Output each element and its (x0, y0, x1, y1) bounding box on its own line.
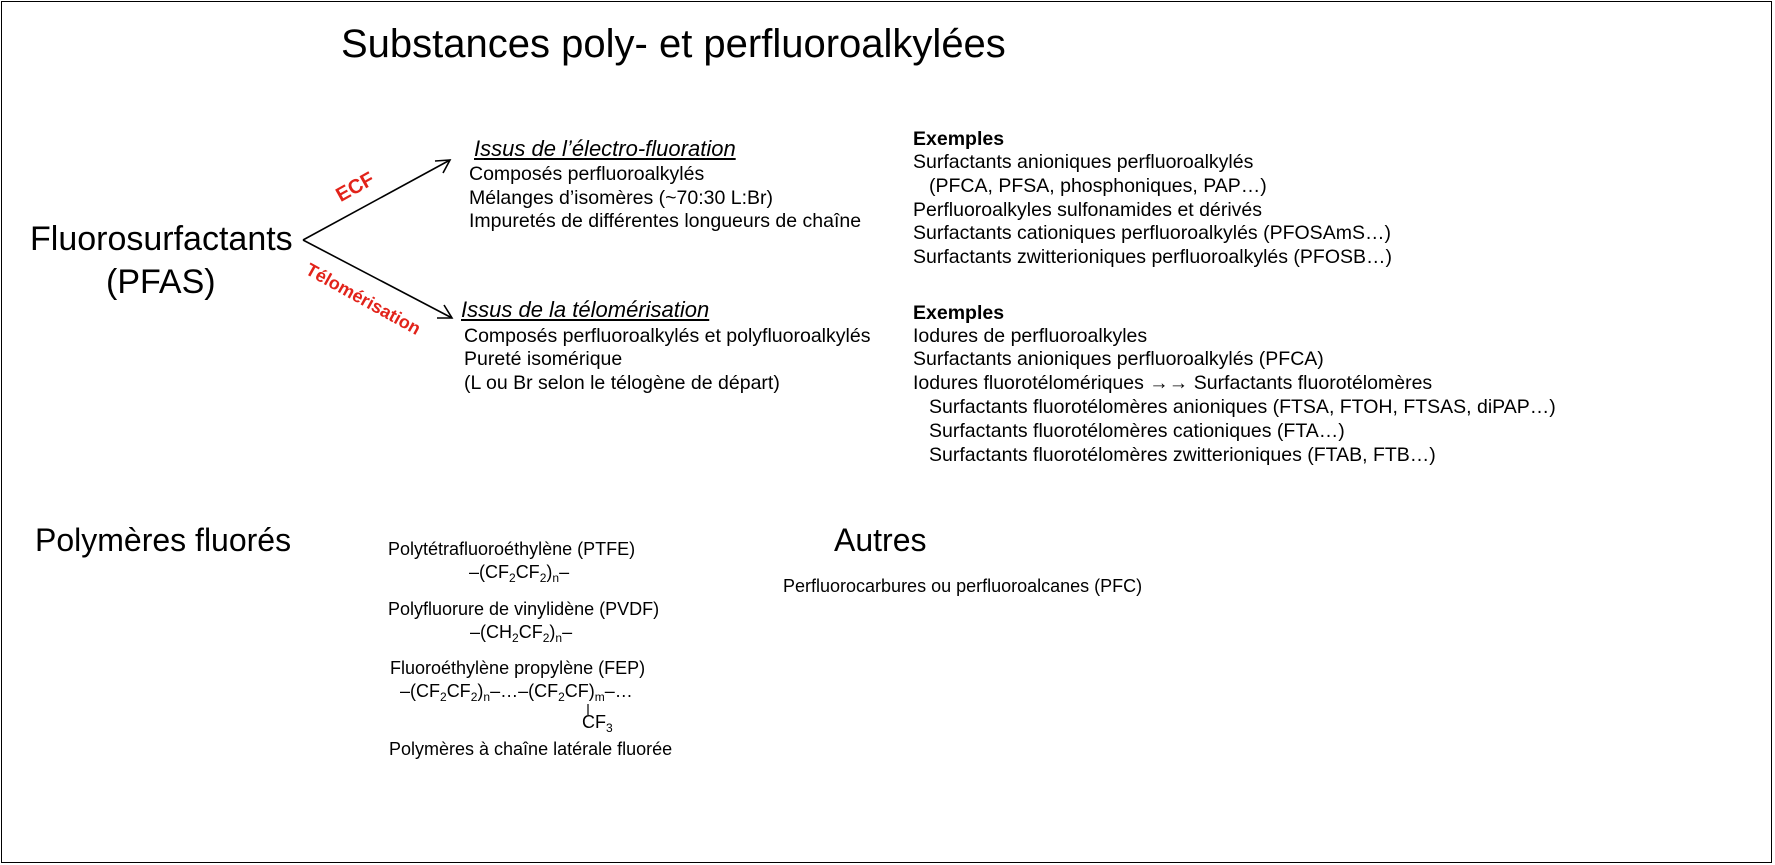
telo-line: Composés perfluoroalkylés et polyfluoroa… (464, 325, 871, 347)
example-line: Surfactants zwitterioniques perfluoroalk… (913, 246, 1393, 268)
ecf-line: Mélanges d’isomères (~70:30 L:Br) (469, 187, 774, 209)
example-line: Surfactants cationiques perfluoroalkylés… (913, 222, 1391, 244)
fep-branch: CF3 (582, 712, 613, 735)
telo-header: Issus de la télomérisation (461, 297, 710, 322)
fep-name: Fluoroéthylène propylène (FEP) (390, 658, 646, 678)
example-line: Surfactants anioniques perfluoroalkylés … (913, 348, 1324, 370)
ecf-header: Issus de l’électro-fluoration (474, 136, 736, 161)
example-line: Surfactants fluorotélomères anioniques (… (929, 396, 1556, 418)
pvdf-name: Polyfluorure de vinylidène (PVDF) (388, 599, 660, 619)
fep-formula: –(CF2CF2)n–…–(CF2CF)m–… (400, 681, 633, 704)
example-line: Surfactants fluorotélomères zwitterioniq… (929, 444, 1436, 466)
example-line: Iodures fluorotélomériques →→ Surfactant… (913, 372, 1433, 394)
example-line: Surfactants anioniques perfluoroalkylés (913, 151, 1254, 173)
page-title: Substances poly- et perfluoroalkylées (341, 22, 1006, 66)
example-line: Iodures de perfluoroalkyles (913, 325, 1148, 347)
telo-line: (L ou Br selon le télogène de départ) (464, 372, 780, 394)
pvdf-formula: –(CH2CF2)n– (470, 622, 573, 645)
ecf-arrowhead (434, 159, 452, 174)
polymers-title: Polymères fluorés (35, 522, 292, 558)
side-chain-polymers: Polymères à chaîne latérale fluorée (389, 739, 673, 759)
examples-header: Exemples (913, 128, 1005, 150)
ecf-line: Impuretés de différentes longueurs de ch… (469, 210, 862, 232)
others-title: Autres (834, 522, 927, 558)
telo-arrow (302, 239, 453, 319)
telo-arrowhead (437, 304, 454, 319)
center-label-line2: (PFAS) (106, 263, 216, 301)
example-line: (PFCA, PFSA, phosphoniques, PAP…) (929, 175, 1267, 197)
ecf-line: Composés perfluoroalkylés (469, 163, 705, 185)
ptfe-formula: –(CF2CF2)n– (469, 562, 570, 585)
ptfe-name: Polytétrafluoroéthylène (PTFE) (388, 539, 636, 559)
examples-header: Exemples (913, 302, 1005, 324)
telo-line: Pureté isomérique (464, 348, 623, 370)
example-line: Surfactants fluorotélomères cationiques … (929, 420, 1345, 442)
example-line: Perfluoroalkyles sulfonamides et dérivés (913, 199, 1263, 221)
others-line: Perfluorocarbures ou perfluoroalcanes (P… (783, 576, 1143, 596)
center-label-line1: Fluorosurfactants (30, 220, 293, 258)
ecf-arrow (302, 159, 451, 241)
